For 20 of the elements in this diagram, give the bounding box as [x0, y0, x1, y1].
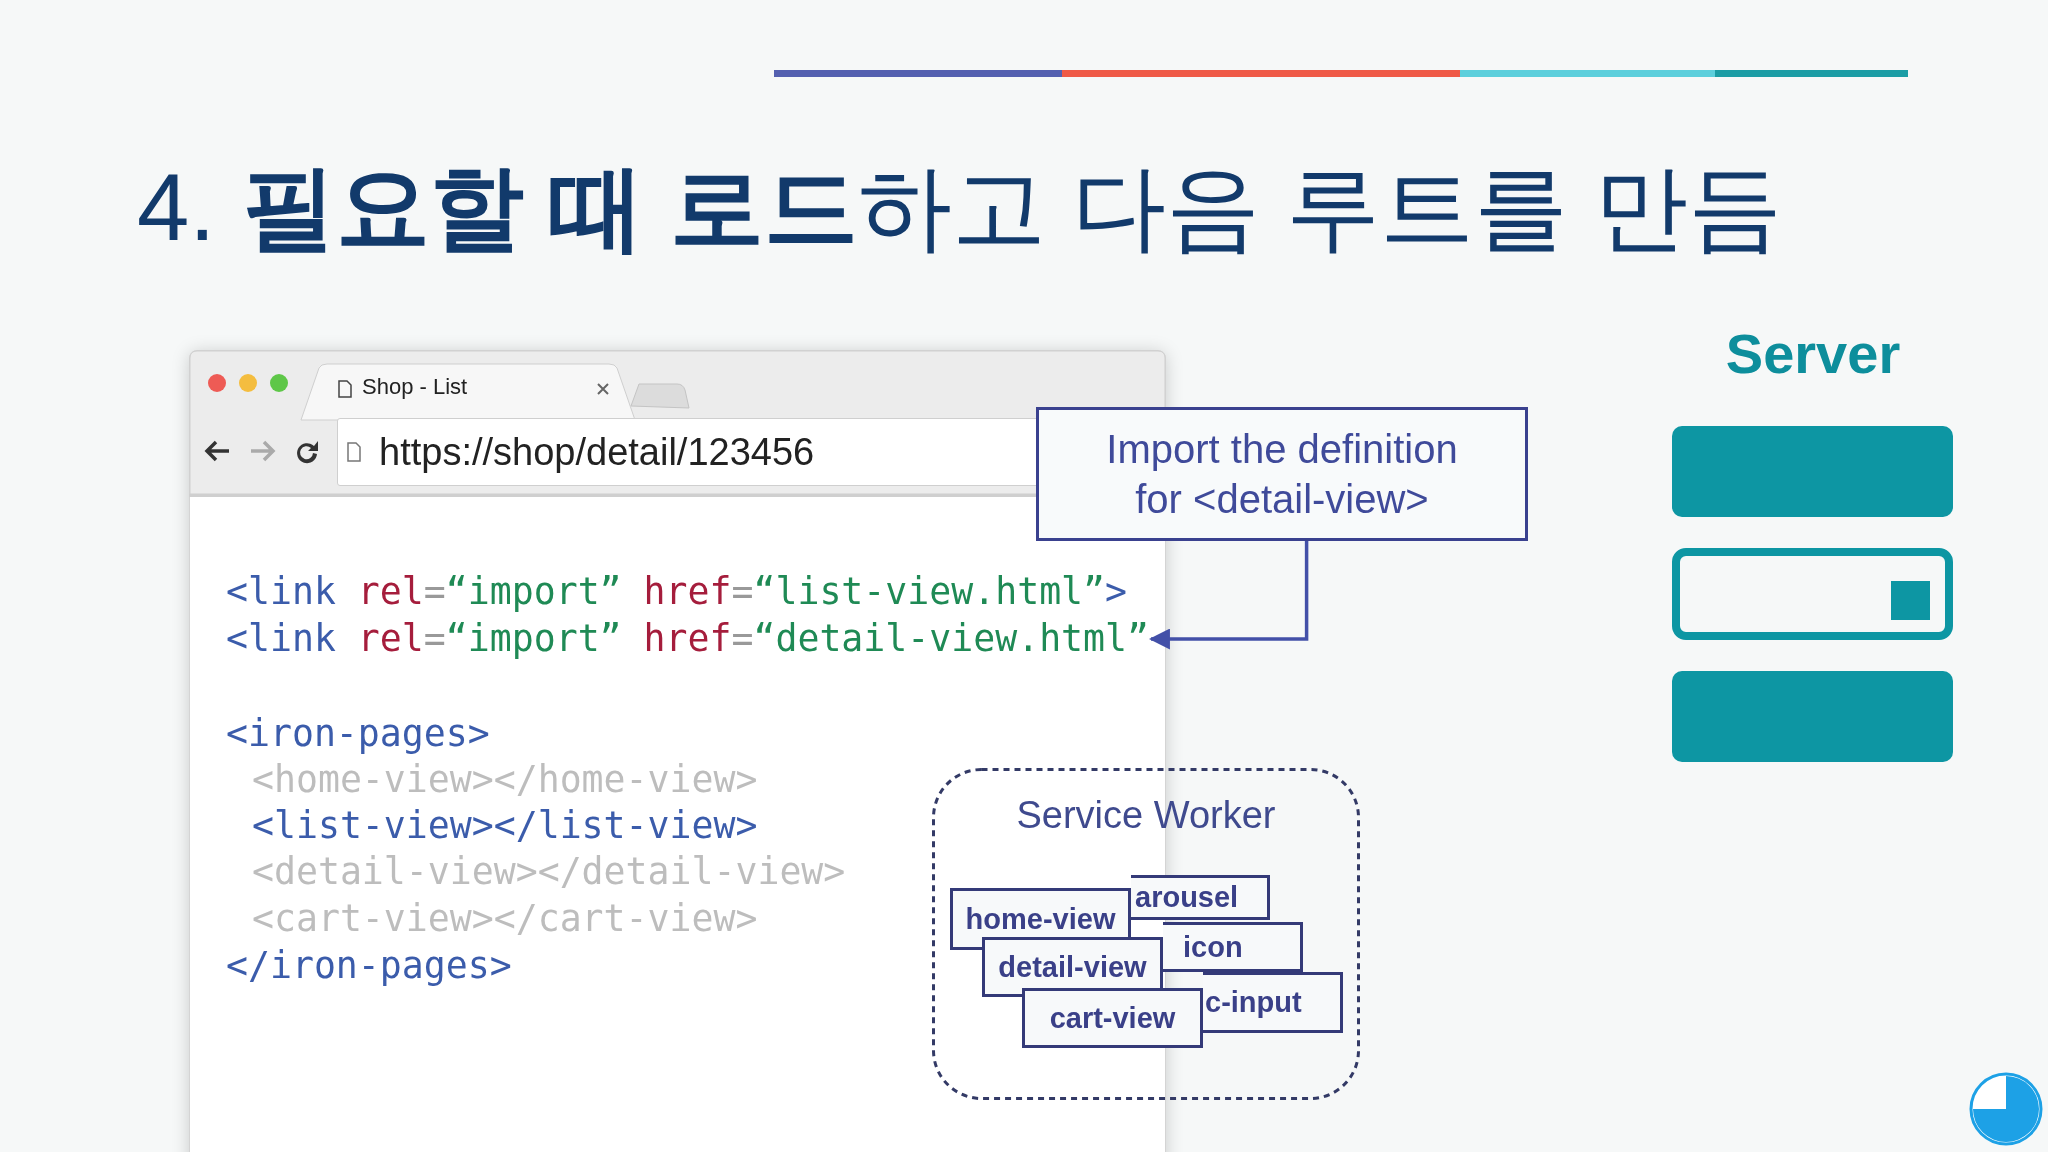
- leader-arrow: [1148, 541, 1309, 650]
- code-line: <detail-view></detail-view>: [252, 850, 846, 894]
- url-text: https://shop/detail/123456: [379, 430, 815, 475]
- code-line: <iron-pages>: [226, 712, 490, 756]
- code-line: <link rel=“import” href=“detail-view.html”: [226, 617, 1150, 661]
- server-label: Server: [1724, 321, 1902, 387]
- slide-title: 4. 필요할 때 로드하고 다음 루트를 만듬: [137, 154, 1783, 262]
- code-line: <cart-view></cart-view>: [252, 897, 758, 941]
- group-title: Service Worker: [1015, 794, 1277, 837]
- tab-title: Shop - List: [362, 374, 468, 401]
- code-line: <list-view></list-view>: [252, 804, 758, 848]
- code-line: <home-view></home-view>: [252, 758, 758, 802]
- component-card: arousel: [1131, 875, 1270, 920]
- code-line: </iron-pages>: [226, 944, 512, 988]
- component-card: icon: [1163, 922, 1303, 972]
- component-card: cart-view: [1022, 988, 1203, 1048]
- component-card: detail-view: [982, 937, 1163, 997]
- component-card: c-input: [1203, 972, 1343, 1033]
- code-line: <link rel=“import” href=“list-view.html”>: [226, 570, 1128, 614]
- callout-box: Import the definition for <detail-view>: [1036, 407, 1528, 541]
